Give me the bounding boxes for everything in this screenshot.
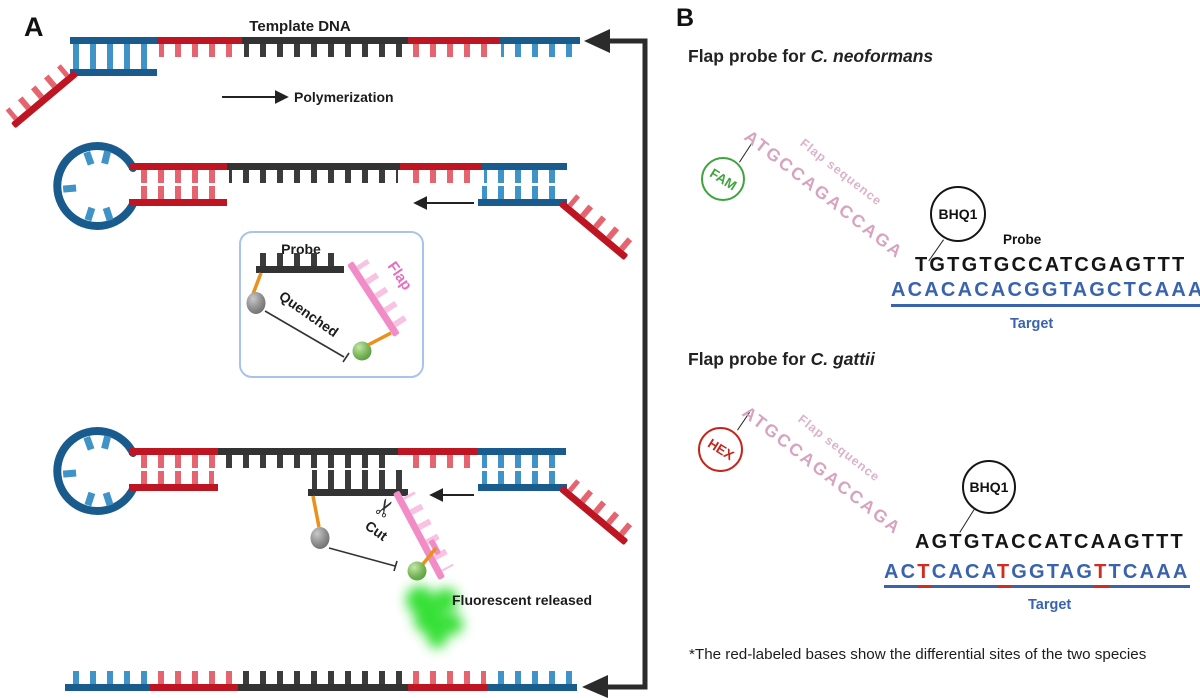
target-segment-highlight: T xyxy=(1094,561,1109,588)
probe-sequence: TGTGTGCCATCGAGTTT xyxy=(915,254,1187,276)
primer-strand xyxy=(559,479,634,545)
probe-label: Probe xyxy=(1003,232,1042,247)
probe-box: Probe Quenched Flap xyxy=(239,231,424,378)
cycle-arrow xyxy=(582,29,648,698)
hex-label: HEX xyxy=(704,435,737,464)
species-name: C. neoformans xyxy=(810,46,934,66)
species-name: C. gattii xyxy=(810,349,875,369)
template-dna-label: Template DNA xyxy=(249,18,351,35)
probe-sequence: AGTGTACCATCAAGTTT xyxy=(915,531,1185,553)
target-segment-highlight: T xyxy=(917,561,932,588)
quencher-sphere xyxy=(310,527,330,549)
bhq1-quencher-badge: BHQ1 xyxy=(930,186,986,242)
bhq1-label: BHQ1 xyxy=(969,479,1009,495)
quencher-sphere xyxy=(246,292,266,314)
fluorescence-glow xyxy=(406,586,463,648)
cleavage-strand xyxy=(129,448,567,502)
linker xyxy=(251,272,263,295)
linker xyxy=(367,331,392,347)
target-sequence: ACTCACATGGTAGTTCAAA xyxy=(884,561,1190,588)
target-segment: CACA xyxy=(931,561,997,588)
flap-strand xyxy=(347,259,409,337)
panel-a-label: A xyxy=(24,12,44,42)
fam-fluorophore-badge: FAM xyxy=(701,157,745,201)
hairpin-loop xyxy=(53,142,137,230)
extension-strand xyxy=(129,163,567,210)
template-dna-strand xyxy=(70,37,580,76)
hex-fluorophore-badge: HEX xyxy=(698,427,743,472)
heading-prefix: Flap probe for xyxy=(688,46,806,66)
flap-sequence: ATGCCAGACCAGA xyxy=(738,402,906,539)
target-segment: GGTAG xyxy=(1011,561,1095,588)
fam-label: FAM xyxy=(706,165,740,193)
target-sequence: ACACACACGGTAGCTCAAA xyxy=(891,279,1200,307)
bhq1-label: BHQ1 xyxy=(938,206,978,222)
polymerization-arrow: Polymerization xyxy=(222,89,394,105)
primer-strand xyxy=(5,64,78,128)
fluorophore-sphere xyxy=(407,561,427,581)
primer-strand xyxy=(559,194,634,260)
flap-strand xyxy=(393,491,454,580)
target-label: Target xyxy=(1028,597,1072,613)
target-label: Target xyxy=(1010,316,1054,332)
target-segment: AC xyxy=(884,561,918,588)
panel-a-diagram: A Template DNA Po xyxy=(5,12,648,698)
panel-b-label: B xyxy=(676,4,695,32)
polymerization-label: Polymerization xyxy=(294,89,394,105)
hairpin-loop xyxy=(53,427,137,515)
target-segment-highlight: T xyxy=(996,561,1012,588)
flap-cleavage: ✂ Cut xyxy=(310,491,454,581)
heading-prefix: Flap probe for xyxy=(688,349,806,369)
target-segment: TCAAA xyxy=(1108,561,1190,588)
footnote: *The red-labeled bases show the differen… xyxy=(689,646,1147,663)
fluorescent-released-label: Fluorescent released xyxy=(452,592,592,608)
product-strand xyxy=(65,671,577,691)
fluorophore-sphere xyxy=(352,341,372,361)
bhq1-connector-line xyxy=(959,508,975,533)
flap-sequence: ATGCCAGACCAGA xyxy=(740,126,908,263)
bhq1-quencher-badge: BHQ1 xyxy=(962,460,1016,514)
